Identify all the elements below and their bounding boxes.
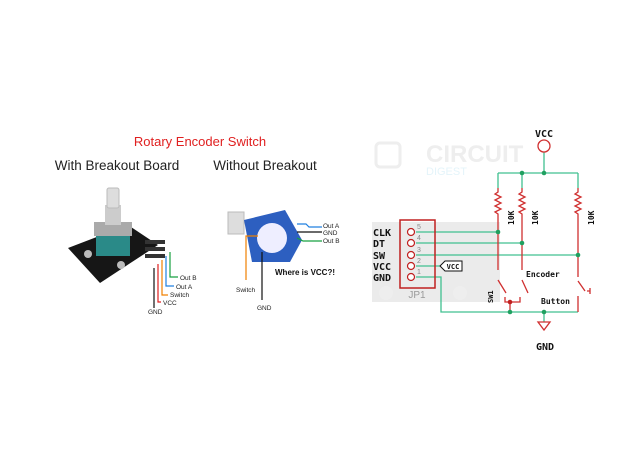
jp1-header [399, 219, 436, 289]
svg-text:DT: DT [373, 239, 385, 250]
bare-label-out-a: Out A [323, 223, 340, 230]
gnd-label: GND [536, 342, 554, 353]
bare-encoder-image [227, 210, 302, 262]
encoder-label: Encoder [526, 270, 560, 279]
sw1-label: SW1 [487, 290, 495, 303]
svg-text:VCC: VCC [373, 262, 391, 273]
vcc-label: VCC [535, 129, 553, 140]
svg-text:CLK: CLK [373, 228, 391, 239]
bare-label-gnd: GND [323, 230, 338, 237]
svg-text:3: 3 [417, 247, 421, 254]
wire-label-out-b: Out B [180, 275, 197, 282]
vcc-tag-label: VCC [447, 263, 460, 271]
header-pins: CLK DT SW VCC GND 5 4 3 2 1 [373, 224, 421, 284]
breakout-board-image [68, 187, 165, 283]
svg-text:1: 1 [417, 269, 421, 276]
resistor-3-value: 10K [587, 210, 596, 225]
jp1-label: JP1 [408, 290, 426, 301]
breakout-wires [153, 252, 178, 308]
watermark-logo: CIRCUIT DIGEST [374, 141, 524, 178]
bare-label-gnd-2: GND [257, 305, 272, 312]
resistor-1-value: 10K [507, 210, 516, 225]
vcc-tag [439, 260, 463, 272]
bare-label-out-b: Out B [323, 238, 340, 245]
middle-heading: Without Breakout [213, 158, 317, 173]
svg-text:SW: SW [373, 251, 386, 262]
bare-label-switch: Switch [236, 287, 256, 294]
wire-label-vcc: VCC [163, 300, 177, 307]
svg-text:GND: GND [373, 273, 391, 284]
breakout-board-silhouette [372, 222, 500, 302]
left-heading: With Breakout Board [55, 158, 180, 173]
svg-text:4: 4 [417, 235, 421, 242]
button-label: Button [541, 297, 570, 306]
svg-text:DIGEST: DIGEST [426, 166, 467, 178]
wire-label-switch: Switch [170, 292, 190, 299]
diagram-title: Rotary Encoder Switch [134, 134, 266, 149]
bare-encoder-wires [245, 223, 322, 300]
where-is-vcc-text: Where is VCC?! [275, 268, 335, 277]
wire-label-out-a: Out A [176, 284, 193, 291]
wire-label-gnd: GND [148, 309, 163, 316]
svg-text:2: 2 [417, 258, 421, 265]
svg-text:5: 5 [417, 224, 421, 231]
svg-text:CIRCUIT: CIRCUIT [426, 141, 524, 168]
resistor-2-value: 10K [531, 210, 540, 225]
